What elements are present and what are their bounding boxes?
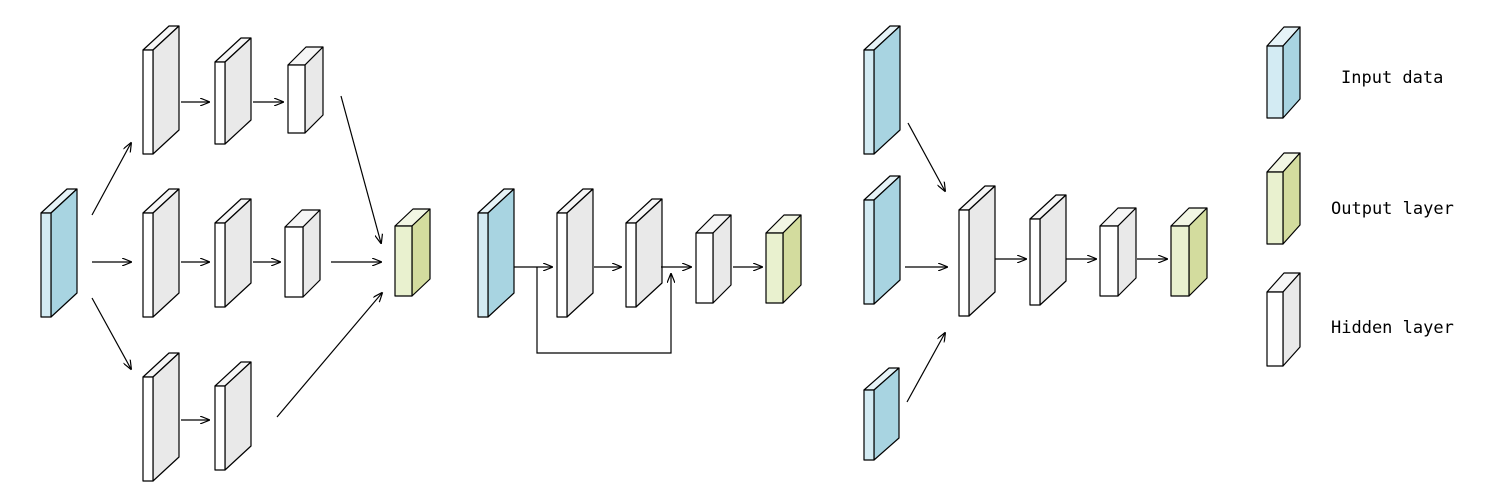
d2-layer1 [556, 188, 594, 318]
d2-residual-connection [536, 267, 671, 354]
d3-input1-block-front [863, 49, 875, 155]
d1-input-block [40, 188, 78, 318]
d3-input3-block-front [863, 389, 875, 461]
d3-layer1 [958, 185, 996, 317]
d3-input1-block [863, 25, 901, 155]
d1-branch2-layer2-front [214, 222, 226, 308]
legend-block-input-front [1266, 45, 1284, 119]
layer-blocks [40, 25, 1208, 482]
legend-block-hidden-front [1266, 291, 1284, 367]
d3-output-block [1170, 207, 1208, 297]
d3-layer1-front [958, 209, 970, 317]
d3-layer3-front [1099, 225, 1119, 297]
d3-layer2-front [1029, 218, 1041, 306]
d2-input-block-front [477, 212, 489, 318]
legend: Input data Output layer Hidden layer [1266, 26, 1454, 367]
d1-branch3-layer2 [214, 361, 252, 471]
d1-branch3-layer1-front [142, 376, 154, 482]
d3-arrow-input1-to-layer1 [907, 122, 945, 191]
d2-input-block [477, 188, 515, 318]
d1-arrow-branch3-to-output [276, 293, 382, 418]
d1-arrow-branch1-to-output [340, 95, 381, 243]
d1-branch2-layer2 [214, 198, 252, 308]
d3-input3-block [863, 367, 900, 461]
legend-block-input [1266, 26, 1301, 119]
d1-branch2-layer3-front [284, 226, 304, 298]
d3-output-block-front [1170, 225, 1190, 297]
d1-branch2-layer1 [142, 188, 180, 318]
legend-block-hidden [1266, 272, 1301, 367]
connection-arrows [91, 95, 1167, 420]
legend-label-output: Output layer [1331, 199, 1454, 219]
d3-arrow-input3-to-layer1 [906, 333, 945, 403]
d1-branch2-layer3 [284, 209, 321, 298]
d1-input-block-front [40, 212, 52, 318]
d1-arrow-input-to-branch1 [91, 143, 131, 216]
d1-arrow-input-to-branch3 [91, 297, 131, 369]
d3-input2-block [863, 175, 901, 305]
d1-branch1-layer1-front [142, 49, 154, 155]
d1-branch1-layer3-front [287, 64, 306, 134]
d1-output-block [394, 208, 431, 297]
d2-output-block [765, 214, 802, 304]
d2-layer2-front [625, 222, 637, 308]
d1-branch1-layer2-front [214, 61, 226, 145]
d2-layer2 [625, 198, 663, 308]
d3-layer2 [1029, 194, 1067, 306]
d3-layer3 [1099, 207, 1137, 297]
d2-layer1-front [556, 212, 568, 318]
legend-label-hidden: Hidden layer [1331, 318, 1454, 338]
d2-layer3 [695, 214, 732, 304]
legend-block-output [1266, 152, 1301, 245]
d1-branch3-layer2-front [214, 385, 226, 471]
d3-input2-block-front [863, 199, 875, 305]
d1-branch1-layer1 [142, 25, 180, 155]
d1-branch1-layer3 [287, 46, 324, 134]
legend-label-input: Input data [1341, 68, 1443, 88]
d1-branch1-layer2 [214, 37, 252, 145]
legend-block-output-front [1266, 171, 1284, 245]
d2-output-block-front [765, 232, 784, 304]
d2-layer3-front [695, 232, 714, 304]
d1-output-block-front [394, 225, 413, 297]
d1-branch3-layer1 [142, 352, 180, 482]
d1-branch2-layer1-front [142, 212, 154, 318]
